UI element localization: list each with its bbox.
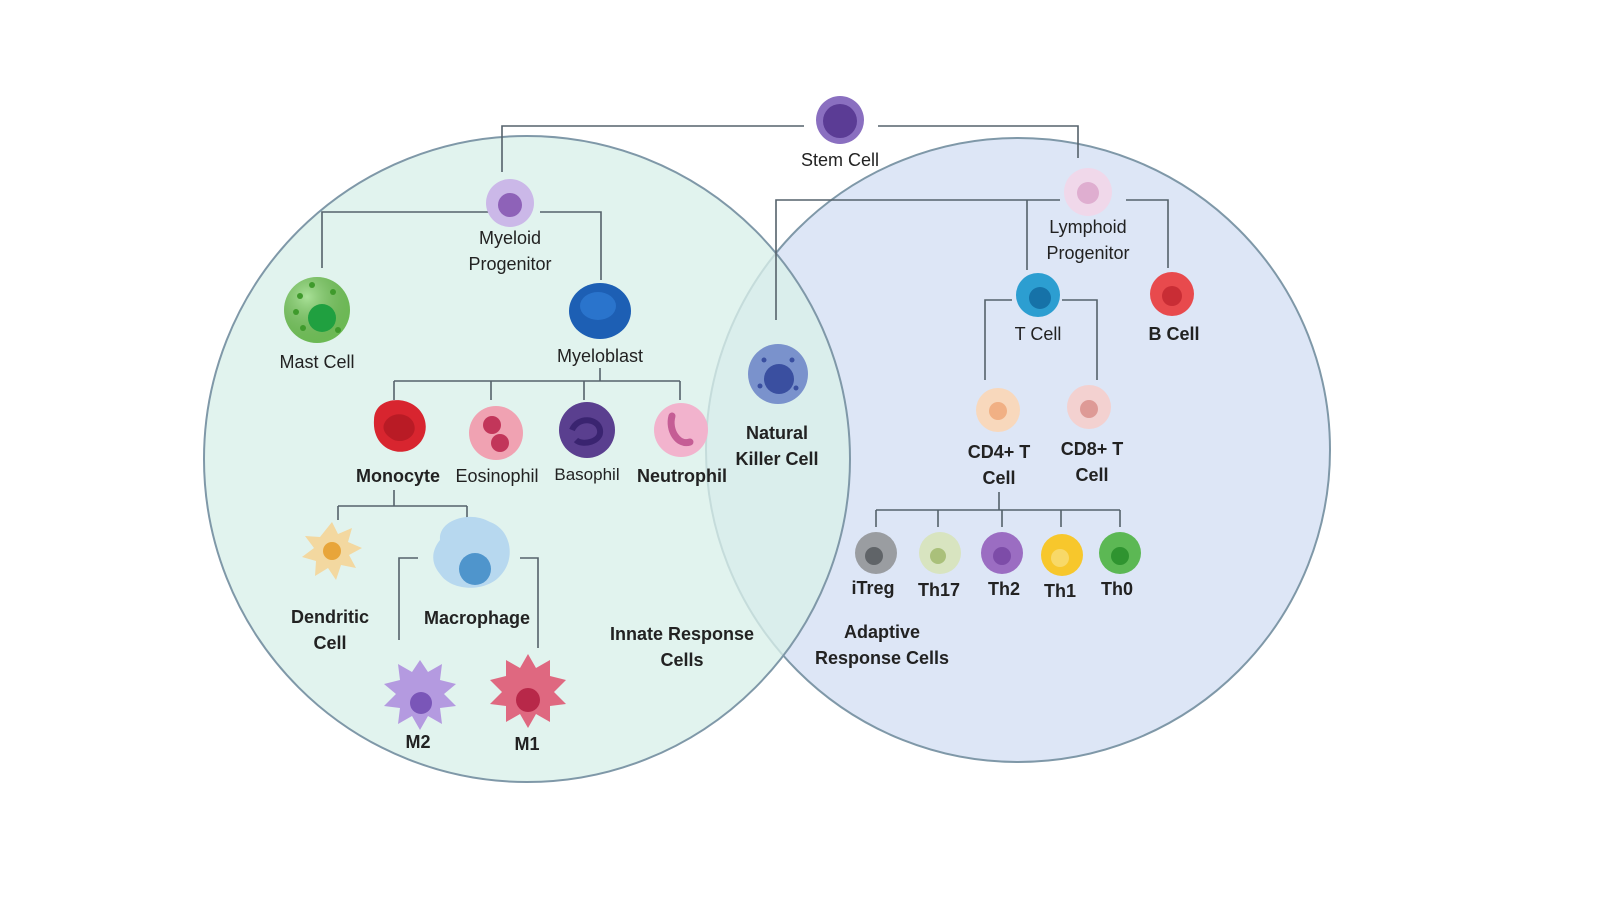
monocyte-cell-icon: [373, 400, 426, 452]
th2-label: Th2: [987, 579, 1021, 599]
dendritic-cell-label-line2: Cell: [313, 633, 347, 653]
myeloblast-cell-icon: [569, 283, 631, 339]
natural-killer-cell-label-line2: Killer Cell: [735, 449, 819, 469]
th17-label: Th17: [917, 580, 961, 600]
m1-macrophage-icon: [490, 654, 566, 728]
th17-cell-icon: [919, 532, 961, 574]
b-cell-icon: [1150, 272, 1194, 316]
natural-killer-cell-label-line1: Natural: [745, 423, 808, 443]
lymphoid-progenitor-label: Lymphoid Progenitor: [1046, 214, 1129, 266]
dendritic-cell-icon: [302, 522, 362, 580]
myeloid-progenitor-label: Myeloid Progenitor: [468, 225, 551, 277]
cd4-t-cell-label: CD4+ T Cell: [968, 439, 1031, 491]
stem-cell-label: Stem Cell: [800, 150, 880, 170]
natural-killer-cell-icon: [748, 344, 808, 404]
itreg-cell-icon: [855, 532, 897, 574]
innate-response-cells-label: Innate Response Cells: [610, 621, 754, 673]
neutrophil-label: Neutrophil: [637, 466, 727, 486]
lymphoid-progenitor-cell-icon: [1064, 168, 1112, 216]
eosinophil-cell-icon: [469, 406, 523, 460]
myeloid-progenitor-label-line2: Progenitor: [468, 254, 552, 274]
macrophage-cell-icon: [433, 516, 510, 588]
myeloid-progenitor-cell-icon: [486, 179, 534, 227]
cd8-t-cell-label: CD8+ T Cell: [1061, 436, 1124, 488]
basophil-cell-icon: [559, 402, 615, 458]
lymphoid-progenitor-label-line2: Progenitor: [1046, 243, 1130, 263]
innate-response-set: [203, 135, 851, 783]
basophil-label: Basophil: [554, 465, 620, 484]
cd8-t-cell-label-line2: Cell: [1075, 465, 1109, 485]
cd4-t-cell-icon: [976, 388, 1020, 432]
adaptive-response-cells-label: Adaptive Response Cells: [815, 619, 949, 671]
t-cell-label: T Cell: [1014, 324, 1062, 344]
mast-cell-label: Mast Cell: [279, 352, 355, 372]
b-cell-label: B Cell: [1148, 324, 1200, 344]
th1-cell-icon: [1041, 534, 1083, 576]
cd4-t-cell-label-line1: CD4+ T: [967, 442, 1031, 462]
dendritic-cell-label-line1: Dendritic: [290, 607, 370, 627]
monocyte-label: Monocyte: [355, 466, 441, 486]
lymphoid-progenitor-label-line1: Lymphoid: [1049, 217, 1127, 237]
stem-cell-icon: [816, 96, 864, 144]
adaptive-response-cells-label-line2: Response Cells: [814, 648, 950, 668]
m1-label: M1: [514, 734, 540, 754]
innate-response-cells-label-line2: Cells: [660, 650, 704, 670]
mast-cell-icon: [284, 277, 350, 343]
th1-label: Th1: [1043, 581, 1077, 601]
cd8-t-cell-label-line1: CD8+ T: [1060, 439, 1124, 459]
adaptive-response-cells-label-line1: Adaptive: [843, 622, 921, 642]
th0-cell-icon: [1099, 532, 1141, 574]
m2-label: M2: [405, 732, 431, 752]
dendritic-cell-label: Dendritic Cell: [291, 604, 369, 656]
innate-response-cells-label-line1: Innate Response: [609, 624, 755, 644]
m2-macrophage-icon: [384, 660, 456, 730]
neutrophil-cell-icon: [654, 403, 708, 457]
myeloblast-label: Myeloblast: [556, 346, 644, 366]
th2-cell-icon: [981, 532, 1023, 574]
cd8-t-cell-icon: [1067, 385, 1111, 429]
eosinophil-label: Eosinophil: [455, 466, 539, 486]
macrophage-label: Macrophage: [423, 608, 531, 628]
t-cell-icon: [1016, 273, 1060, 317]
cd4-t-cell-label-line2: Cell: [982, 468, 1016, 488]
th0-label: Th0: [1100, 579, 1134, 599]
myeloid-progenitor-label-line1: Myeloid: [478, 228, 542, 248]
itreg-label: iTreg: [851, 578, 895, 598]
natural-killer-cell-label: Natural Killer Cell: [735, 420, 818, 472]
